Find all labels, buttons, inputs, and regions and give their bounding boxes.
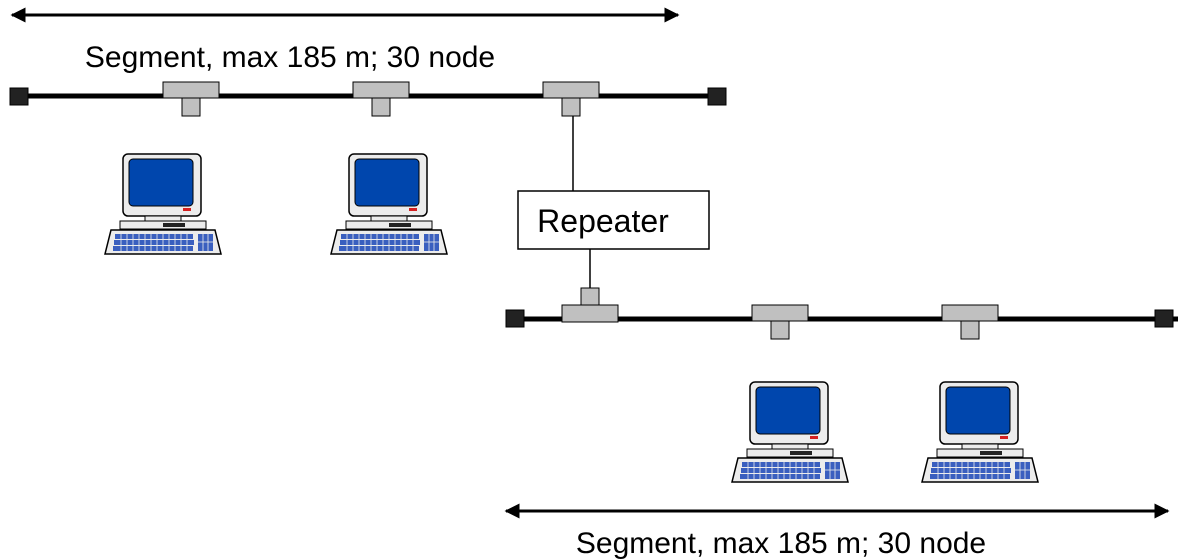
computer-icon <box>104 153 222 255</box>
repeater-box <box>517 190 710 250</box>
computer-icon <box>330 153 448 255</box>
terminator-icon <box>1154 309 1174 328</box>
top-segment-label: Segment, max 185 m; 30 node <box>85 41 495 74</box>
terminator-icon <box>505 309 525 328</box>
terminator-icon <box>707 87 727 106</box>
computer-icon <box>731 381 849 483</box>
bnc-t-connector-icon <box>751 304 809 340</box>
bnc-t-connector-icon <box>941 304 999 340</box>
bnc-t-connector-icon <box>162 81 220 117</box>
repeater-label: Repeater <box>537 203 669 239</box>
bnc-t-connector-icon <box>542 81 600 117</box>
computer-icon <box>921 381 1039 483</box>
bottom-segment-label: Segment, max 185 m; 30 node <box>576 527 986 560</box>
terminator-icon <box>9 87 29 106</box>
bnc-t-connector-icon <box>352 81 410 117</box>
bnc-t-connector-icon <box>561 287 619 323</box>
